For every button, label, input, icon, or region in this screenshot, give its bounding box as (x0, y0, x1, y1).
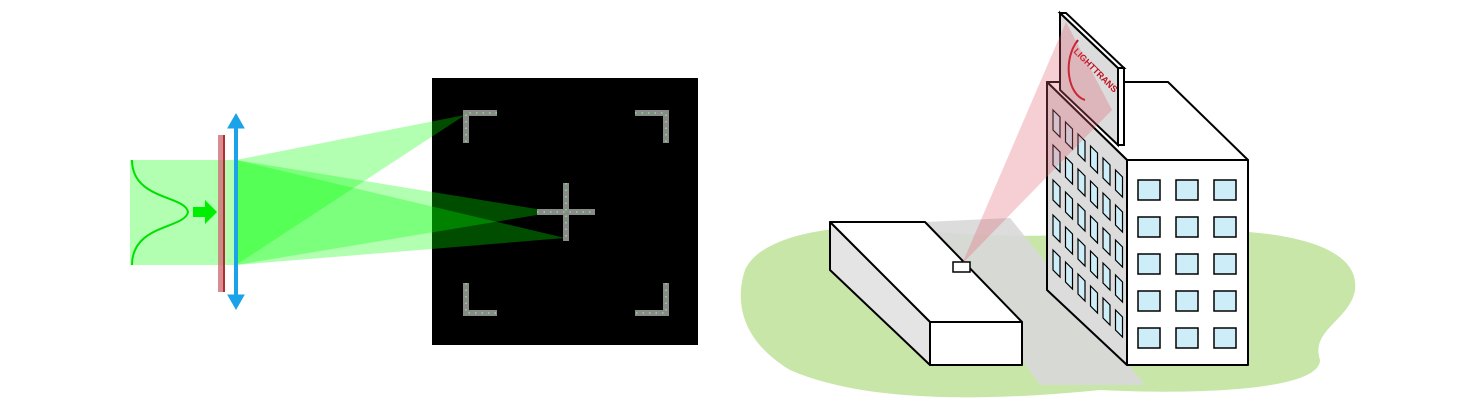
window (1213, 179, 1237, 201)
window (1175, 327, 1199, 349)
target-marks (463, 110, 669, 316)
window (1114, 273, 1124, 304)
propagation-arrow-icon (193, 200, 217, 224)
window (1089, 284, 1099, 315)
window (1052, 178, 1061, 209)
shadow-band (925, 218, 1145, 385)
lens-icon (227, 112, 245, 311)
window (1137, 290, 1161, 312)
window (1137, 216, 1161, 238)
gaussian-profile (131, 159, 190, 266)
window (1064, 120, 1074, 151)
camera-icon (952, 261, 971, 273)
window (1213, 290, 1237, 312)
window (1175, 253, 1199, 275)
light-cone-cross-left (236, 160, 555, 265)
window (1213, 327, 1237, 349)
window (1064, 155, 1074, 186)
window (1114, 238, 1124, 269)
windows (1052, 108, 1237, 349)
optical-setup (130, 78, 698, 345)
window (1089, 179, 1099, 210)
window (1175, 179, 1199, 201)
window (1052, 213, 1061, 244)
window (1052, 248, 1061, 279)
window (1077, 202, 1086, 233)
window (1137, 327, 1161, 349)
window (1089, 249, 1099, 280)
window (1213, 216, 1237, 238)
building-scene: LIGHTTRANS (740, 10, 1356, 398)
window (1102, 191, 1111, 222)
window (1052, 143, 1061, 174)
window (1102, 156, 1111, 187)
window (1175, 216, 1199, 238)
window (1137, 179, 1161, 201)
window (1064, 260, 1074, 291)
window (1102, 261, 1111, 292)
window (1064, 225, 1074, 256)
window (1175, 290, 1199, 312)
window (1077, 132, 1086, 163)
window (1102, 296, 1111, 327)
diffractive-plate (218, 135, 225, 292)
window (1213, 253, 1237, 275)
window (1052, 108, 1061, 139)
window (1137, 253, 1161, 275)
window (1089, 144, 1099, 175)
low-building (829, 221, 1023, 366)
projection-cone (962, 22, 1112, 264)
light-cone-cross-bottom (236, 160, 565, 265)
window (1114, 203, 1124, 234)
window (1114, 308, 1124, 339)
window (1077, 237, 1086, 268)
window (1114, 168, 1124, 199)
window (1077, 167, 1086, 198)
light-cone-corner (236, 115, 465, 265)
window (1064, 190, 1074, 221)
window (1077, 272, 1086, 303)
window (1102, 226, 1111, 257)
window (1089, 214, 1099, 245)
